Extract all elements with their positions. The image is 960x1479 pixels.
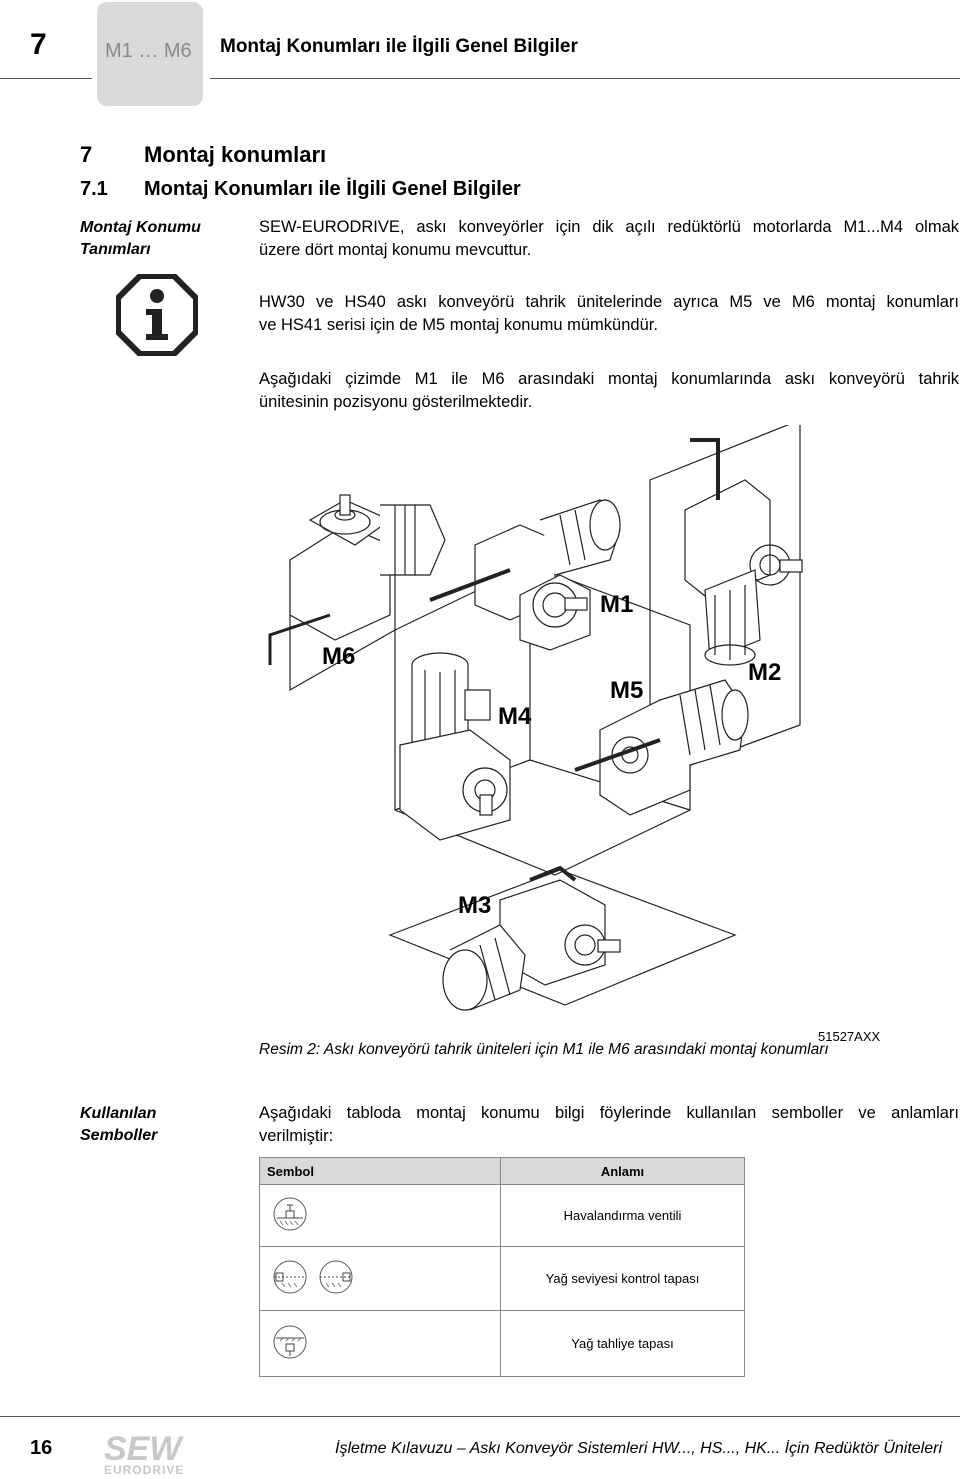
header-rule: [0, 78, 92, 79]
logo-bottom-text: EURODRIVE: [104, 1463, 184, 1476]
section-title: Montaj konumları: [144, 142, 327, 167]
figure-caption: Resim 2: Askı konveyörü tahrik üniteleri…: [259, 1041, 829, 1058]
text-line: ünitesinin pozisyonu gösterilmektedir.: [259, 393, 533, 411]
symbol-cell: [259, 1246, 501, 1311]
footer-title: İşletme Kılavuzu – Askı Konveyör Sisteml…: [335, 1440, 943, 1457]
side-heading-line: Kullanılan: [80, 1105, 157, 1122]
symbol-cell: [259, 1310, 501, 1377]
chapter-tab-label: M1 … M6: [105, 40, 192, 62]
text-line: HW30 ve HS40 askı konveyörü tahrik ünite…: [259, 293, 959, 311]
text-line: verilmiştir:: [259, 1127, 334, 1145]
chapter-tab: [97, 2, 203, 106]
symbol-table: Sembol Anlamı Havalandırma ventili: [259, 1157, 745, 1377]
breather-valve-icon: [273, 1197, 307, 1231]
section-number: 7: [80, 142, 93, 167]
note-paragraph: HW30 ve HS40 askı konveyörü tahrik ünite…: [259, 291, 959, 337]
page-number: 16: [30, 1437, 53, 1459]
label-m5: M5: [610, 677, 643, 704]
side-heading-line: Montaj Konumu: [80, 219, 201, 236]
table-row: Havalandırma ventili: [259, 1184, 745, 1247]
chapter-number: 7: [30, 28, 47, 61]
table-row: Yağ tahliye tapası: [259, 1310, 745, 1377]
subsection-title: Montaj Konumları ile İlgili Genel Bilgil…: [144, 178, 521, 200]
text-line: üzere dört montaj konumu mevcuttur.: [259, 241, 532, 259]
mounting-positions-figure: M1 M2 M3 M4 M5 M6: [268, 425, 803, 1011]
meaning-cell: Havalandırma ventili: [500, 1184, 745, 1247]
subsection-heading: 7.1 Montaj Konumları ile İlgili Genel Bil…: [80, 178, 521, 201]
info-icon: [116, 274, 198, 356]
sew-eurodrive-logo: SEW EURODRIVE: [104, 1430, 184, 1476]
text-line: Aşağıdaki çizimde M1 ile M6 arasındaki m…: [259, 370, 959, 388]
gearmotor-m4: [399, 652, 511, 841]
text-line: Aşağıdaki tabloda montaj konumu bilgi fö…: [259, 1104, 959, 1122]
label-m6: M6: [322, 643, 355, 670]
side-heading: Kullanılan Semboller: [80, 1103, 157, 1147]
column-header-meaning: Anlamı: [500, 1157, 745, 1185]
label-m3: M3: [458, 892, 491, 919]
figure-intro-paragraph: Aşağıdaki çizimde M1 ile M6 arasındaki m…: [259, 368, 959, 414]
side-heading-line: Tanımları: [80, 241, 151, 258]
subsection-number: 7.1: [80, 178, 108, 200]
symbol-cell: [259, 1184, 501, 1247]
chapter-title: Montaj Konumları ile İlgili Genel Bilgil…: [220, 36, 578, 57]
table-row: Yağ seviyesi kontrol tapası: [259, 1246, 745, 1311]
side-heading: Montaj Konumu Tanımları: [80, 217, 201, 261]
gearmotor-m5: [574, 679, 749, 816]
label-m1: M1: [600, 591, 633, 618]
intro-paragraph: SEW-EURODRIVE, askı konveyörler için dik…: [259, 216, 959, 262]
oil-drain-plug-icon: [273, 1325, 307, 1359]
text-line: SEW-EURODRIVE, askı konveyörler için dik…: [259, 218, 959, 236]
gearmotor-m1: [429, 499, 621, 651]
symbols-intro-paragraph: Aşağıdaki tabloda montaj konumu bilgi fö…: [259, 1102, 959, 1148]
gearmotor-m6: [268, 494, 446, 665]
text-line: ve HS41 serisi için de M5 montaj konumu …: [259, 316, 658, 334]
footer-rule: [0, 1416, 960, 1417]
label-m2: M2: [748, 659, 781, 686]
table-header-row: Sembol Anlamı: [259, 1157, 745, 1185]
logo-top-text: SEW: [104, 1430, 184, 1468]
meaning-cell: Yağ seviyesi kontrol tapası: [500, 1246, 745, 1311]
side-heading-line: Semboller: [80, 1127, 158, 1144]
column-header-symbol: Sembol: [259, 1157, 501, 1185]
gearmotor-m3: [442, 865, 621, 1011]
gearmotor-m2: [684, 438, 803, 666]
header-rule: [210, 78, 960, 79]
oil-level-plug-icon: [273, 1260, 353, 1294]
section-heading: 7 Montaj konumları: [80, 142, 326, 168]
meaning-cell: Yağ tahliye tapası: [500, 1310, 745, 1377]
figure-code: 51527AXX: [818, 1029, 881, 1044]
label-m4: M4: [498, 703, 532, 730]
